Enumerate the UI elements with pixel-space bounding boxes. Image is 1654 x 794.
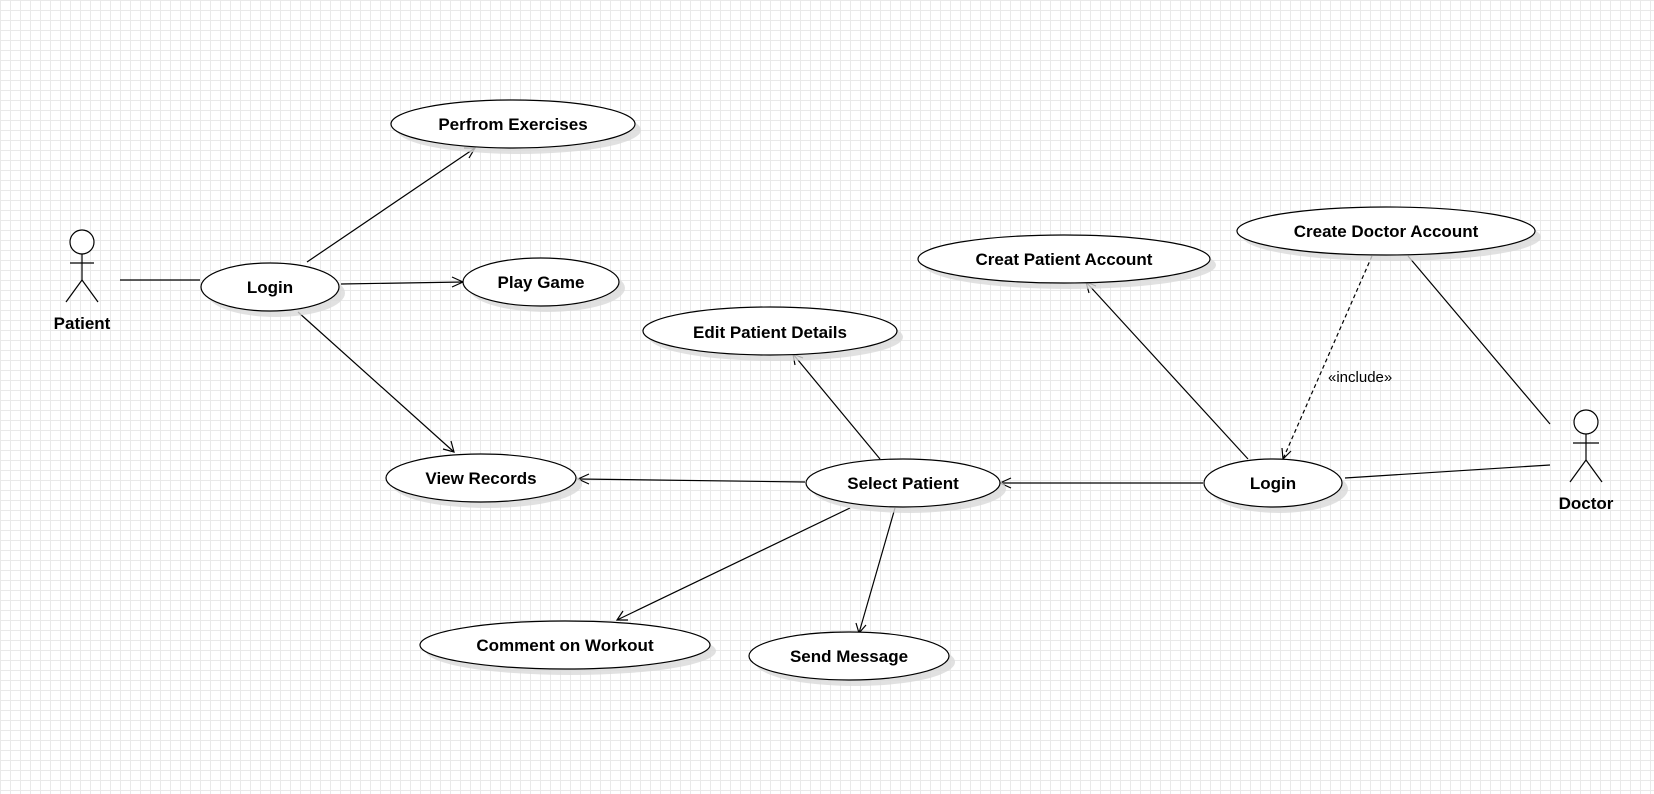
- arrow-login-view-records: [297, 311, 455, 453]
- use-case-comment-on-workout[interactable]: Comment on Workout: [419, 620, 716, 675]
- arrow-doctor-login-select-patient: [998, 477, 1203, 489]
- use-case-label: Login: [1250, 474, 1296, 493]
- assoc-create-doctor-account-doctor: [1407, 255, 1551, 425]
- use-case-label: Creat Patient Account: [976, 250, 1153, 269]
- assoc-doctor-login-doctor: [1344, 464, 1551, 479]
- include-create-doctor-account-login: [1281, 255, 1373, 461]
- actor-label: Doctor: [1559, 494, 1614, 513]
- include-stereotype-label: «include»: [1328, 369, 1392, 386]
- use-case-label: Edit Patient Details: [693, 323, 847, 342]
- actor-doctor[interactable]: Doctor: [1559, 409, 1614, 513]
- arrow-select-patient-view-records: [576, 473, 806, 485]
- arrow-select-patient-send-message: [855, 507, 896, 635]
- actor-patient[interactable]: Patient: [54, 229, 111, 333]
- relations: [120, 147, 1551, 635]
- use-case-send-message[interactable]: Send Message: [748, 631, 955, 686]
- use-case-doctor-login[interactable]: Login: [1203, 458, 1348, 513]
- use-case-label: Login: [247, 278, 293, 297]
- arrow-select-patient-comment-workout: [615, 507, 851, 621]
- actor-label: Patient: [54, 314, 111, 333]
- stick-figure-icon: [65, 229, 99, 303]
- stick-figure-icon: [1569, 409, 1603, 483]
- arrow-login-perform-exercises: [306, 147, 477, 263]
- arrow-select-patient-edit-details: [792, 353, 881, 460]
- use-case-label: View Records: [425, 469, 536, 488]
- use-case-play-game[interactable]: Play Game: [462, 257, 625, 312]
- use-case-creat-patient-account[interactable]: Creat Patient Account: [917, 234, 1216, 289]
- use-case-label: Perfrom Exercises: [438, 115, 587, 134]
- arrow-doctor-login-creat-patient-account: [1085, 280, 1249, 460]
- use-case-select-patient[interactable]: Select Patient: [805, 458, 1006, 513]
- use-case-label: Play Game: [498, 273, 585, 292]
- use-case-label: Select Patient: [847, 474, 959, 493]
- use-case-label: Send Message: [790, 647, 908, 666]
- use-case-label: Create Doctor Account: [1294, 222, 1479, 241]
- arrow-login-play-game: [340, 276, 465, 288]
- use-case-label: Comment on Workout: [476, 636, 654, 655]
- use-case-perform-exercises[interactable]: Perfrom Exercises: [390, 99, 641, 154]
- use-case-create-doctor-account[interactable]: Create Doctor Account: [1236, 206, 1541, 261]
- use-case-patient-login[interactable]: Login: [200, 262, 345, 317]
- use-case-edit-patient-details[interactable]: Edit Patient Details: [642, 306, 903, 361]
- use-case-view-records[interactable]: View Records: [385, 453, 582, 508]
